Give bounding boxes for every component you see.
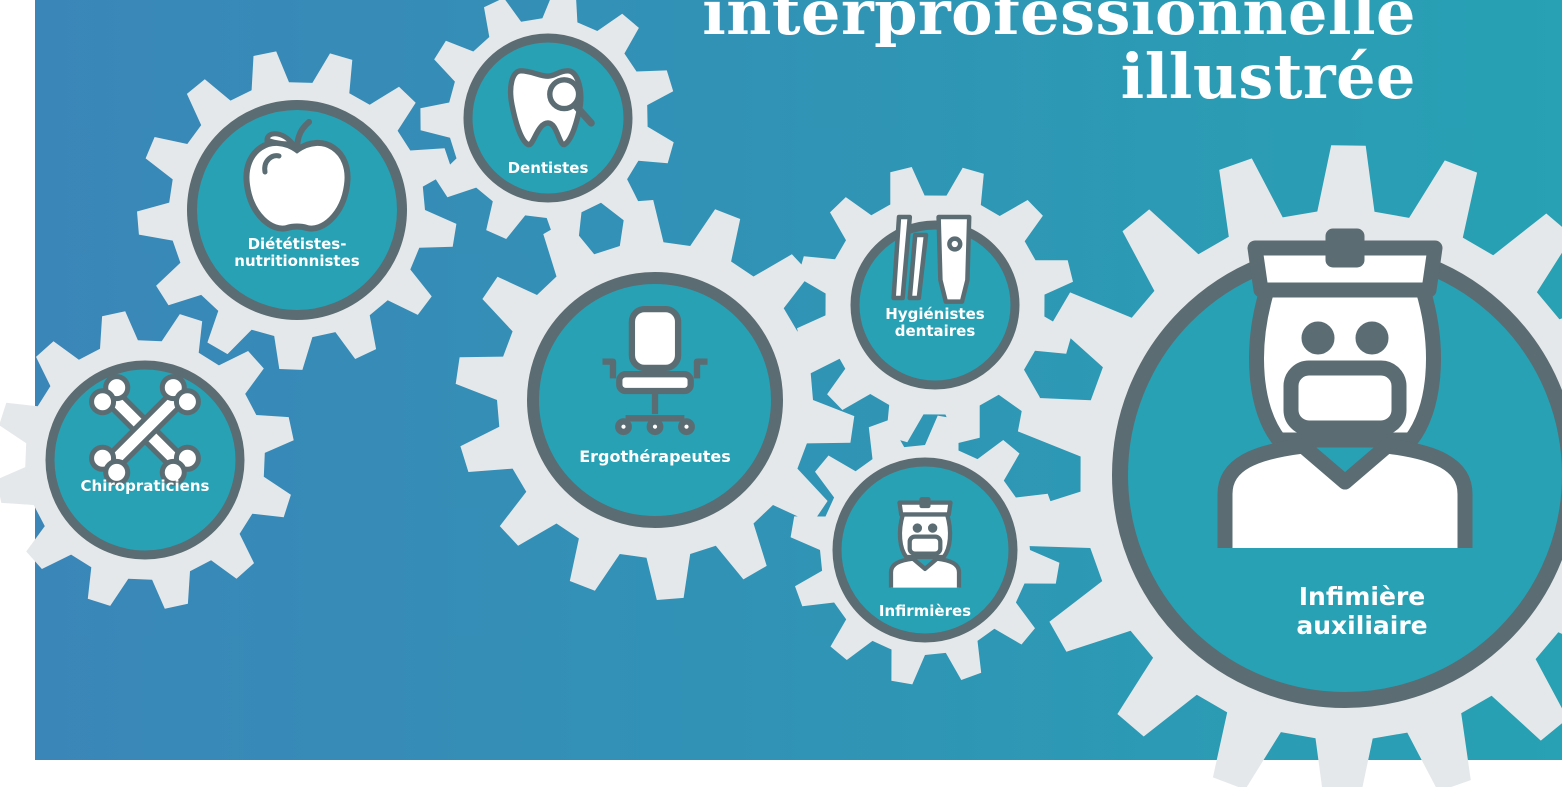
gear-label-line: Infirmières	[878, 602, 972, 620]
tooth-magnifier-icon	[507, 68, 595, 148]
gear-hub-chiropraticiens	[45, 360, 245, 560]
gear-label-infirmieres: Infirmières	[878, 602, 972, 620]
gear-label-line: Hygiénistes	[885, 305, 985, 323]
gear-label-chiropraticiens: Chiropraticiens	[80, 477, 210, 495]
nurse-icon	[1217, 228, 1473, 548]
gear-label-line: Dentistes	[507, 159, 589, 177]
gear-label-line: Chiropraticiens	[80, 477, 210, 495]
gear-label-line: Ergothérapeutes	[579, 447, 731, 466]
title-line-1: interprofessionnelle	[702, 0, 1416, 49]
toothbrush-toothpaste-icon	[891, 214, 972, 304]
title-line-2: illustrée	[1120, 40, 1416, 113]
gear-label-dentistes: Dentistes	[507, 159, 589, 177]
nurse-icon	[888, 497, 962, 588]
gear-label-line: dentaires	[894, 322, 976, 341]
gear-label-line: nutritionnistes	[234, 252, 360, 271]
gear-label-line: Diététistes-	[247, 235, 347, 253]
apple-icon	[243, 119, 351, 232]
gear-label-line: Infimière	[1298, 582, 1426, 611]
gear-label-dietetistes: Diététistes-nutritionnistes	[234, 235, 360, 271]
gear-label-line: auxiliaire	[1296, 610, 1428, 640]
office-chair-icon	[602, 305, 708, 436]
crossed-bones-icon	[89, 374, 201, 486]
gear-label-ergotherapeutes: Ergothérapeutes	[579, 447, 731, 466]
